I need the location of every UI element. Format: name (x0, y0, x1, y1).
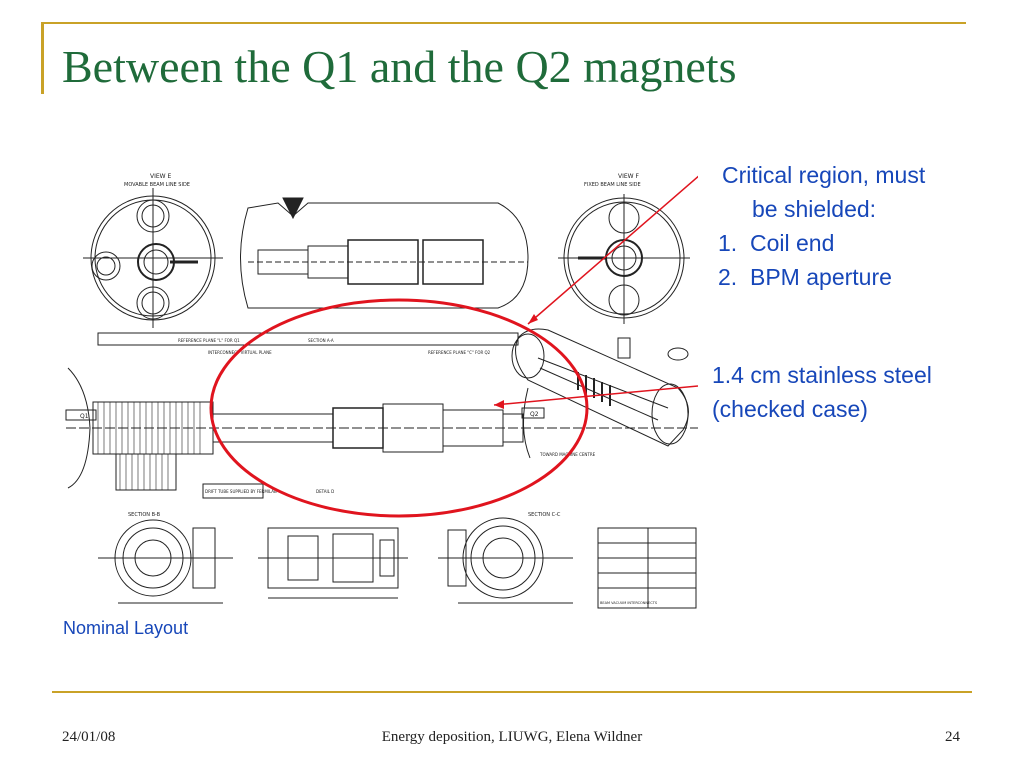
critical-item-number: 2. (718, 264, 738, 290)
steel-arrow (493, 385, 698, 406)
critical-callout-item: 1. Coil end (712, 226, 982, 260)
view-e-sublabel: MOVABLE BEAM LINE SIDE (124, 182, 190, 188)
isometric-view-drawing (511, 328, 689, 447)
view-f-sublabel: FIXED BEAM LINE SIDE (584, 182, 641, 188)
critical-arrow (527, 175, 698, 325)
view-e-drawing: VIEW E MOVABLE BEAM LINE SIDE (83, 173, 223, 328)
critical-item-text: Coil end (750, 230, 835, 256)
view-e-label: VIEW E (150, 173, 172, 180)
steel-callout-line-1: 1.4 cm stainless steel (712, 362, 932, 388)
footer-rule (52, 691, 972, 693)
title-block-drawing: BEAM VACUUM INTERCONNECTS (597, 527, 697, 609)
section-bb-label: SECTION B-B (128, 512, 161, 518)
interconnect-label: INTERCONNECT VIRTUAL PLANE (208, 350, 272, 355)
section-cc-drawing: SECTION C-C (438, 512, 573, 604)
top-cryostat-drawing (240, 197, 529, 309)
title-accent-vertical (41, 22, 44, 94)
title-accent-horizontal (41, 22, 966, 24)
drawing-caption: Nominal Layout (63, 618, 189, 638)
drift-tube-label: DRIFT TUBE SUPPLIED BY FERMILAB (205, 489, 277, 494)
stainless-steel-callout: 1.4 cm stainless steel (checked case) (712, 358, 1012, 426)
section-aa-label: SECTION A-A (308, 338, 334, 343)
ref-plane-l-label: REFERENCE PLANE "L" FOR Q1 (178, 338, 240, 343)
ref-plane-c-label: REFERENCE PLANE "C" FOR Q2 (428, 350, 491, 355)
section-bb-drawing: SECTION B-B (98, 512, 233, 604)
technical-drawing: VIEW E MOVABLE BEAM LINE SIDE VIEW F F (65, 173, 698, 609)
steel-callout-line-2: (checked case) (712, 396, 868, 422)
view-f-drawing: VIEW F FIXED BEAM LINE SIDE (558, 173, 690, 324)
detail-d-label: DETAIL D (316, 489, 334, 494)
critical-region-callout: Critical region, must be shielded: 1. Coi… (712, 158, 982, 294)
critical-callout-heading-2: be shielded: (752, 196, 877, 222)
critical-callout-heading-1: Critical region, must (722, 162, 926, 188)
q1-label: Q1 (80, 413, 89, 420)
footer-author: Energy deposition, LIUWG, Elena Wildner (381, 729, 643, 745)
critical-item-number: 1. (718, 230, 738, 256)
view-f-label: VIEW F (618, 173, 640, 180)
critical-item-text: BPM aperture (750, 264, 892, 290)
page-number: 24 (945, 729, 960, 745)
critical-region-ellipse (209, 298, 589, 518)
critical-callout-item: 2. BPM aperture (712, 260, 982, 294)
section-cc-label: SECTION C-C (528, 512, 561, 518)
footer-date: 24/01/08 (62, 729, 116, 745)
q2-label: Q2 (530, 411, 539, 418)
title-block-label: BEAM VACUUM INTERCONNECTS (600, 601, 658, 605)
detail-d-section-drawing (258, 527, 408, 599)
slide-title: Between the Q1 and the Q2 magnets (62, 41, 737, 92)
